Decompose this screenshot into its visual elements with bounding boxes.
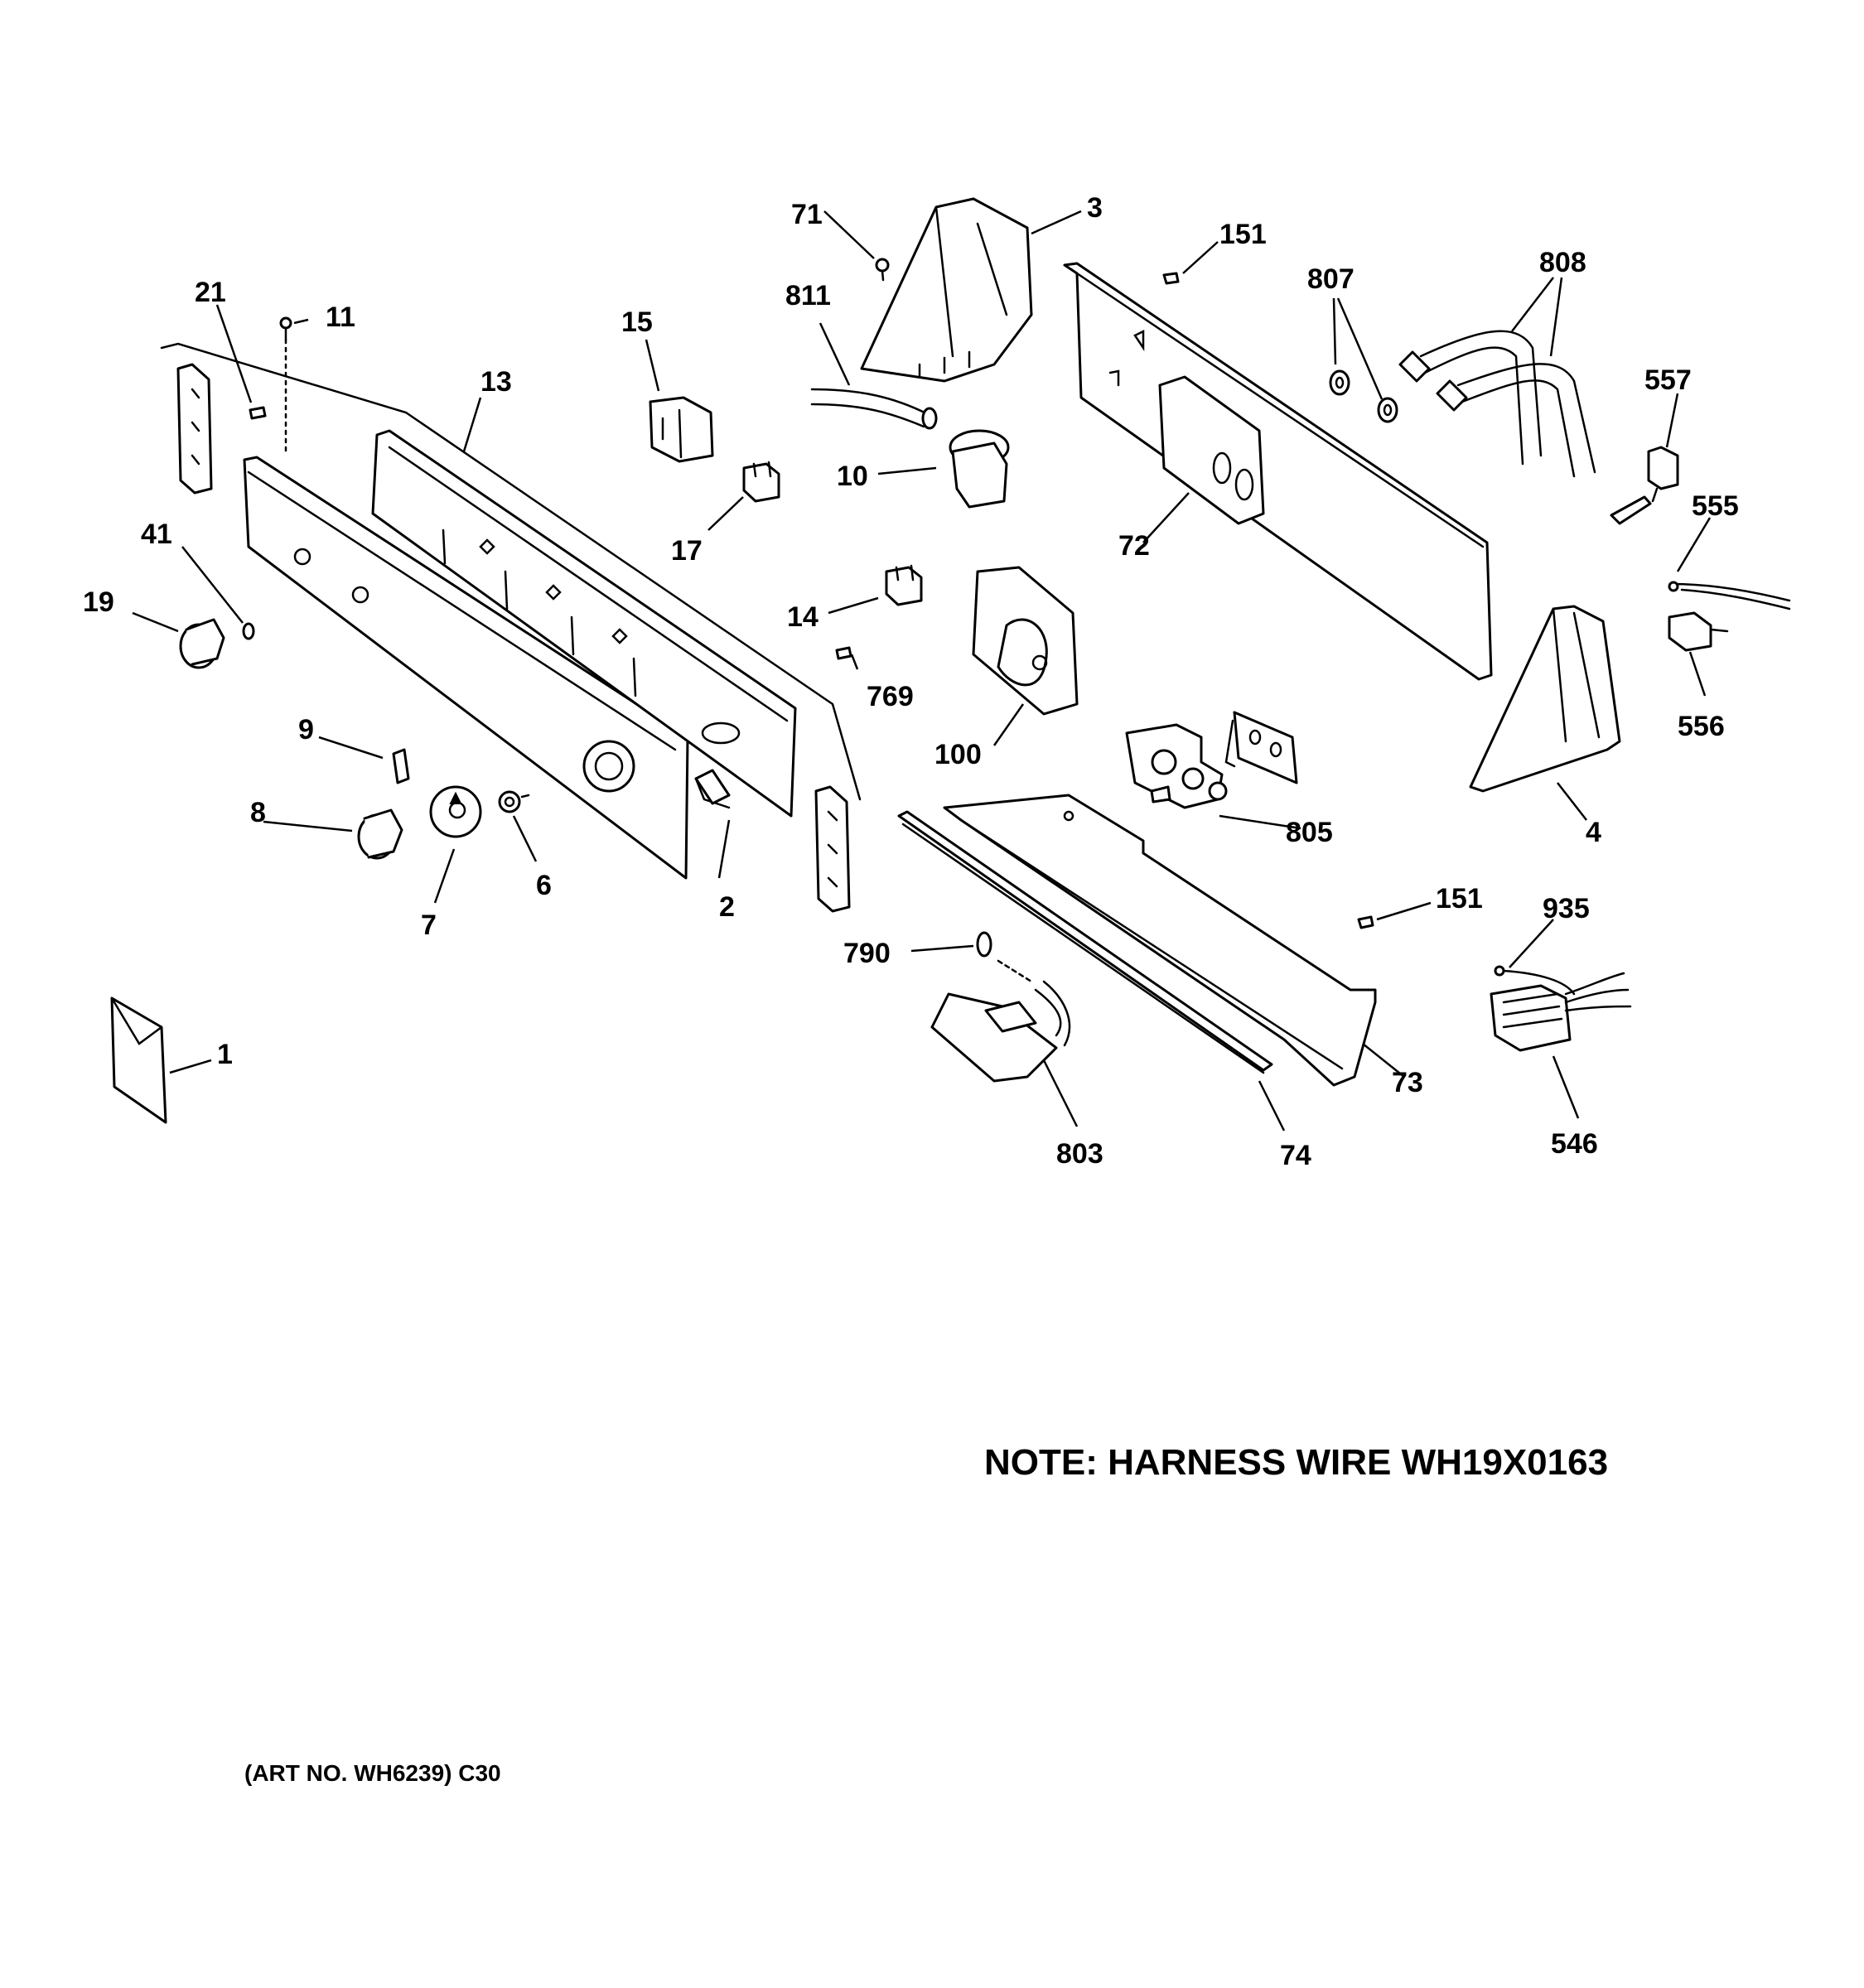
part-9-clip xyxy=(392,748,410,784)
callout-1: 1 xyxy=(217,1039,233,1070)
part-556-connector xyxy=(1668,611,1729,652)
part-14-switch xyxy=(885,564,923,606)
callout-151-top: 151 xyxy=(1219,219,1267,250)
callout-15: 15 xyxy=(621,306,653,338)
leader-lines xyxy=(132,210,1712,1132)
callout-3: 3 xyxy=(1087,192,1103,224)
part-555-wire xyxy=(1668,581,1791,610)
part-72-backsplash-panel xyxy=(1063,262,1493,681)
part-17-switch xyxy=(742,461,780,503)
callout-13: 13 xyxy=(480,366,512,398)
callout-21: 21 xyxy=(195,277,226,308)
part-790-clamp xyxy=(976,931,1033,983)
part-15-switch xyxy=(649,396,714,463)
callout-546: 546 xyxy=(1551,1128,1598,1160)
callout-769: 769 xyxy=(867,681,914,712)
callout-6: 6 xyxy=(536,870,552,901)
part-71-screw xyxy=(875,258,890,282)
part-8-knob xyxy=(357,808,403,860)
part-7-dial xyxy=(429,785,482,838)
part-19-knob xyxy=(179,618,225,669)
harness-note: NOTE: HARNESS WIRE WH19X0163 xyxy=(984,1442,1608,1483)
part-151-screw-bottom xyxy=(1357,915,1374,929)
callout-805: 805 xyxy=(1286,817,1333,848)
callout-74: 74 xyxy=(1280,1140,1311,1171)
part-73-lower-panel xyxy=(943,794,1377,1087)
part-808-inlet-hoses xyxy=(1398,330,1596,478)
art-number: (ART NO. WH6239) C30 xyxy=(244,1760,501,1786)
callout-9: 9 xyxy=(298,714,314,746)
callout-935: 935 xyxy=(1543,893,1590,924)
callout-71: 71 xyxy=(791,199,823,230)
part-935-wire-harness xyxy=(1490,965,1632,1052)
part-557-lid-switch xyxy=(1610,446,1679,525)
panel-outline-line-left xyxy=(160,342,862,801)
callout-4: 4 xyxy=(1586,817,1601,848)
callout-7: 7 xyxy=(421,910,437,941)
part-2-control-panel xyxy=(243,456,731,880)
callout-556: 556 xyxy=(1678,711,1725,742)
part-end-cap-left xyxy=(176,363,213,495)
part-4-end-bracket xyxy=(1469,605,1621,793)
callout-41: 41 xyxy=(141,519,172,550)
part-803-dispenser xyxy=(930,980,1071,1083)
callout-73: 73 xyxy=(1392,1067,1423,1098)
part-811-hose xyxy=(810,388,938,430)
part-151-screw-top xyxy=(1162,272,1180,285)
callout-72: 72 xyxy=(1118,530,1150,562)
callout-808: 808 xyxy=(1539,247,1586,278)
part-3-end-bracket xyxy=(860,197,1033,383)
part-valve-bracket xyxy=(1224,711,1298,784)
callout-807: 807 xyxy=(1307,263,1355,295)
part-1-literature-envelope xyxy=(110,996,167,1124)
callout-557: 557 xyxy=(1644,364,1692,396)
callout-11: 11 xyxy=(326,302,355,333)
part-13-panel-bracket xyxy=(371,429,797,818)
part-100-timer xyxy=(972,566,1079,716)
callout-labels: 1 2 3 4 6 7 8 9 10 11 13 14 15 17 19 21 … xyxy=(83,192,1739,1171)
callout-14: 14 xyxy=(787,601,819,633)
callout-8: 8 xyxy=(250,797,266,828)
part-11-screw xyxy=(279,316,292,457)
part-end-cap-right xyxy=(814,785,851,913)
callout-803: 803 xyxy=(1056,1138,1103,1170)
part-769-screw xyxy=(835,646,852,660)
callout-790: 790 xyxy=(843,938,891,969)
callout-17: 17 xyxy=(671,535,703,567)
callout-100: 100 xyxy=(934,739,982,770)
callout-2: 2 xyxy=(719,891,735,923)
callout-19: 19 xyxy=(83,586,114,618)
part-10-pressure-switch xyxy=(949,429,1010,509)
callout-10: 10 xyxy=(837,461,868,492)
part-807-washers xyxy=(1329,369,1398,423)
callout-555: 555 xyxy=(1692,490,1739,522)
callout-811: 811 xyxy=(785,280,831,311)
part-74-trim-strip xyxy=(897,810,1273,1074)
part-805-water-valve xyxy=(1125,723,1228,809)
part-6-nut xyxy=(498,790,530,813)
part-21-screw xyxy=(249,406,267,420)
part-41-spring xyxy=(242,622,255,640)
callout-151-bottom: 151 xyxy=(1436,883,1483,914)
